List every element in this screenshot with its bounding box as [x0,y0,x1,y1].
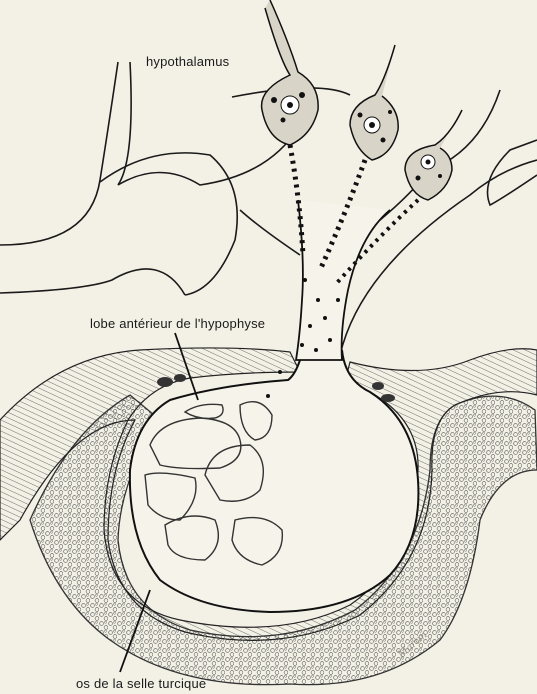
anterior-lobe-label: lobe antérieur de l'hypophyse [90,316,265,331]
sella-bone-label: os de la selle turcique [76,676,206,691]
hypothalamus-label: hypothalamus [146,54,229,69]
